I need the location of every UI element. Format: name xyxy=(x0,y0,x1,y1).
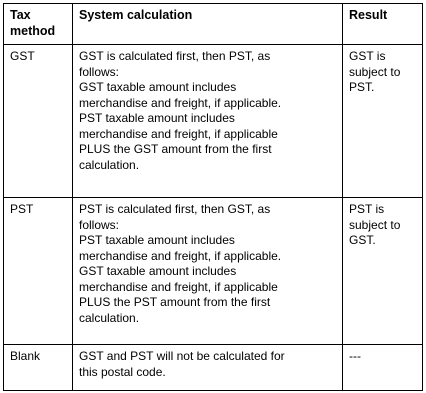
cell-calculation-blank: GST and PST will not be calculated for t… xyxy=(72,344,343,391)
cell-method-blank: Blank xyxy=(3,344,73,391)
table-header-row: Tax method System calculation Result xyxy=(3,3,423,45)
calculation-line: calculation. xyxy=(79,157,140,172)
calculation-line: PST taxable amount includes xyxy=(79,233,235,247)
calculation-line: calculation. xyxy=(79,310,140,325)
header-tax-method-line: Tax xyxy=(10,8,31,22)
cell-result-gst: GST is subject to PST. xyxy=(342,44,423,198)
header-system-calculation: System calculation xyxy=(72,3,343,45)
calculation-line: PLUS the GST amount from the first xyxy=(79,142,272,156)
calculation-line: PST taxable amount includes xyxy=(79,111,235,125)
cell-result-blank: --- xyxy=(342,344,423,391)
table-row-pst: PST PST is calculated first, then GST, a… xyxy=(3,197,423,345)
header-result: Result xyxy=(342,3,423,45)
calculation-line: GST taxable amount includes xyxy=(79,80,237,94)
result-line: subject to xyxy=(349,217,401,232)
calculation-line: merchandise and freight, if applicable xyxy=(79,126,278,141)
result-line: GST is xyxy=(349,49,386,63)
tax-method-table: Tax method System calculation Result GST… xyxy=(3,3,423,391)
result-line: subject to xyxy=(349,64,401,79)
calculation-line: merchandise and freight, if applicable. xyxy=(79,248,282,263)
cell-method-gst: GST xyxy=(3,44,73,198)
result-line: GST. xyxy=(349,233,376,247)
cell-method-pst: PST xyxy=(3,197,73,345)
cell-result-pst: PST is subject to GST. xyxy=(342,197,423,345)
calculation-line: merchandise and freight, if applicable. xyxy=(79,95,282,110)
table-row-blank: Blank GST and PST will not be calculated… xyxy=(3,344,423,391)
table-row-gst: GST GST is calculated first, then PST, a… xyxy=(3,44,423,198)
header-tax-method-line: method xyxy=(10,23,56,38)
calculation-line: this postal code. xyxy=(79,364,166,379)
calculation-line: follows: xyxy=(79,217,120,232)
calculation-line: merchandise and freight, if applicable xyxy=(79,279,278,294)
calculation-line: PST is calculated first, then GST, as xyxy=(79,202,271,216)
header-tax-method: Tax method xyxy=(3,3,73,45)
result-line: PST is xyxy=(349,202,385,216)
cell-calculation-pst: PST is calculated first, then GST, as fo… xyxy=(72,197,343,345)
result-line: --- xyxy=(349,349,361,363)
calculation-line: GST is calculated first, then PST, as xyxy=(79,49,271,63)
calculation-line: GST and PST will not be calculated for xyxy=(79,349,285,363)
cell-calculation-gst: GST is calculated first, then PST, as fo… xyxy=(72,44,343,198)
calculation-line: PLUS the PST amount from the first xyxy=(79,295,271,309)
calculation-line: follows: xyxy=(79,64,120,79)
result-line: PST. xyxy=(349,80,375,94)
calculation-line: GST taxable amount includes xyxy=(79,264,237,278)
